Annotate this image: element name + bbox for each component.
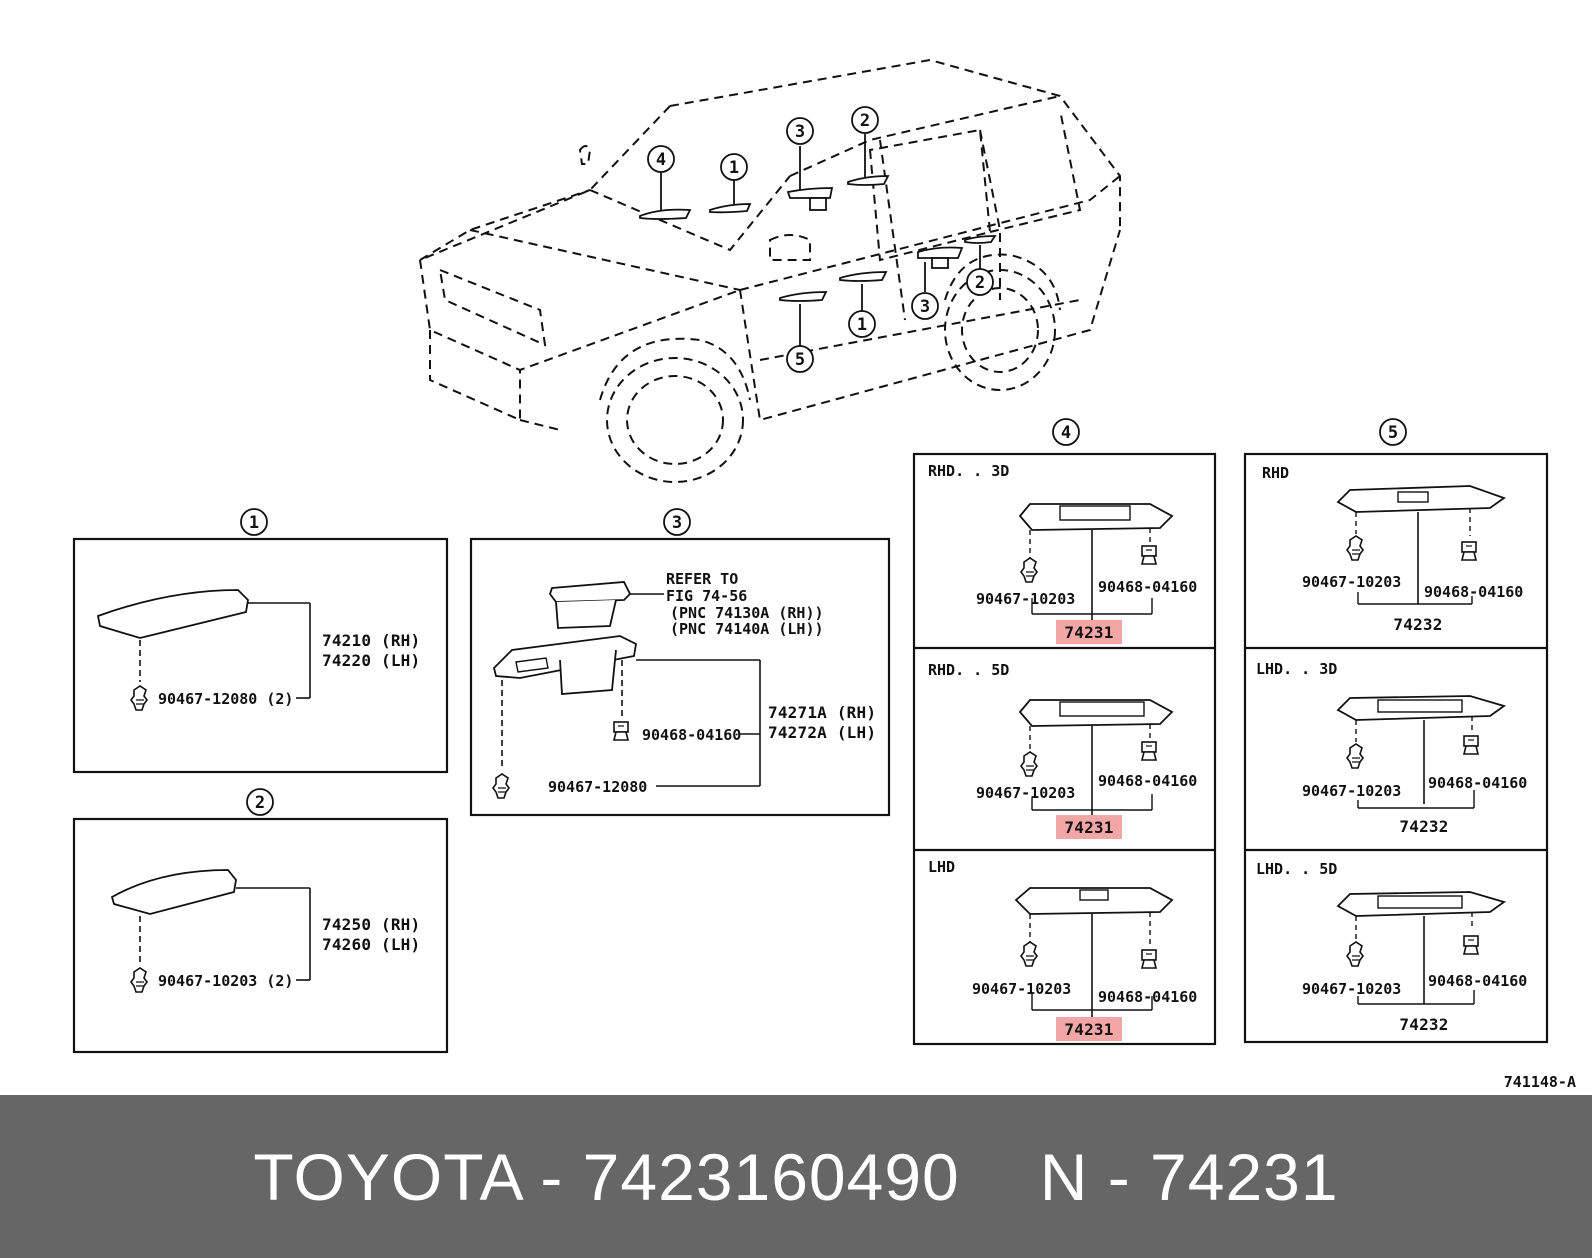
box-5-part-1: 74232 <box>1393 615 1442 634</box>
box-4-clip-right-2: 90468-04160 <box>1098 772 1197 790</box>
box-4-callout: 4 <box>1061 423 1071 443</box>
box-1-part-rh: 74210 (RH) <box>322 631 420 650</box>
box-4-part-2: 74231 <box>1064 818 1113 837</box>
svg-text:4: 4 <box>656 150 666 170</box>
box-4-clip-left-1: 90467-10203 <box>976 590 1075 608</box>
box-1: 1 90467-12080 (2) 74210 (RH) 74220 (LH) <box>72 508 449 774</box>
box-4-panel-2: RHD. . 5D 90467-10203 90468-04160 74231 <box>928 661 1197 839</box>
svg-text:2: 2 <box>975 273 985 293</box>
svg-text:5: 5 <box>795 350 805 370</box>
trim-panel-1 <box>96 589 249 639</box>
car-callout-5: 5 <box>786 345 814 373</box>
box-4-variant-1: RHD. . 3D <box>928 462 1009 480</box>
car-callout-2b: 2 <box>966 268 994 296</box>
trim-panel-2 <box>110 869 237 915</box>
car-callout-1b: 1 <box>848 310 876 338</box>
box-5-clip-left-1: 90467-10203 <box>1302 573 1401 591</box>
box-3-refer-2: FIG 74-56 <box>666 587 747 605</box>
box-5-clip-right-2: 90468-04160 <box>1428 774 1527 792</box>
box-3-callout: 3 <box>672 513 682 533</box>
box-3-part-lh: 74272A (LH) <box>768 723 876 742</box>
box-5-clip-left-2: 90467-10203 <box>1302 782 1401 800</box>
svg-text:3: 3 <box>795 122 805 142</box>
svg-text:1: 1 <box>729 158 739 178</box>
car-callout-4: 4 <box>647 145 675 173</box>
footer-ref: N - 74231 <box>1039 1139 1339 1214</box>
box-2-part-lh: 74260 (LH) <box>322 935 420 954</box>
svg-text:1: 1 <box>857 315 867 335</box>
diagram-code: 741148-A <box>1504 1073 1576 1091</box>
vehicle-callout-leaders <box>660 134 981 346</box>
box-5-variant-3: LHD. . 5D <box>1256 860 1337 878</box>
vehicle-illustration <box>419 58 1121 483</box>
box-5-part-2: 74232 <box>1399 817 1448 836</box>
box-2-part-rh: 74250 (RH) <box>322 915 420 934</box>
box-2: 2 90467-10203 (2) 74250 (RH) 74260 (LH) <box>72 788 449 1054</box>
car-callout-3: 3 <box>786 117 814 145</box>
box-3: 3 REFER TO FIG 74-56 (PNC 74130A (RH)) (… <box>469 508 891 817</box>
box-4-clip-right-3: 90468-04160 <box>1098 988 1197 1006</box>
vehicle-callouts: 4 1 3 2 2 3 1 5 <box>647 106 994 373</box>
box-3-refer-1: REFER TO <box>666 570 738 588</box>
svg-text:3: 3 <box>920 297 930 317</box>
box-4-panel-1: RHD. . 3D 90467-10203 90468-04160 74231 <box>928 462 1197 644</box>
box-4-clip-left-3: 90467-10203 <box>972 980 1071 998</box>
box-3-clip-b: 90467-12080 <box>548 778 647 796</box>
box-5-clip-right-1: 90468-04160 <box>1424 583 1523 601</box>
box-5-panel-2: LHD. . 3D 90467-10203 90468-04160 74232 <box>1256 660 1527 836</box>
box-5-callout: 5 <box>1388 423 1398 443</box>
box-3-refer-4: (PNC 74140A (LH)) <box>670 620 824 638</box>
box-5-panel-3: LHD. . 5D 90467-10203 90468-04160 74232 <box>1256 860 1527 1034</box>
box-1-part-lh: 74220 (LH) <box>322 651 420 670</box>
svg-text:2: 2 <box>860 111 870 131</box>
box-5-part-3: 74232 <box>1399 1015 1448 1034</box>
box-4-panel-3: LHD 90467-10203 90468-04160 74231 <box>928 858 1197 1041</box>
box-4: 4 RHD. . 3D 90467-10203 90468-04160 7423… <box>912 418 1217 1046</box>
box-3-part-rh: 74271A (RH) <box>768 703 876 722</box>
box-4-clip-right-1: 90468-04160 <box>1098 578 1197 596</box>
refer-part <box>548 581 632 603</box>
box-3-refer-3: (PNC 74130A (RH)) <box>670 604 824 622</box>
box-4-part-1: 74231 <box>1064 623 1113 642</box>
vehicle-part-marks <box>639 175 997 302</box>
box-4-variant-3: LHD <box>928 858 955 876</box>
car-callout-1: 1 <box>720 153 748 181</box>
box-5: 5 RHD 90467-10203 90468-04160 74232 LHD.… <box>1243 418 1549 1044</box>
footer-brand-part: TOYOTA - 7423160490 <box>253 1139 960 1214</box>
parts-diagram: 4 1 3 2 2 3 1 5 1 90467-12080 (2) 74210 … <box>72 58 1576 1091</box>
box-5-clip-left-3: 90467-10203 <box>1302 980 1401 998</box>
box-1-clip: 90467-12080 (2) <box>158 690 293 708</box>
box-2-clip: 90467-10203 (2) <box>158 972 293 990</box>
box-5-panel-1: RHD 90467-10203 90468-04160 74232 <box>1262 464 1523 634</box>
box-2-callout: 2 <box>255 793 265 813</box>
box-5-variant-2: LHD. . 3D <box>1256 660 1337 678</box>
box-4-clip-left-2: 90467-10203 <box>976 784 1075 802</box>
box-5-clip-right-3: 90468-04160 <box>1428 972 1527 990</box>
box-4-variant-2: RHD. . 5D <box>928 661 1009 679</box>
footer-bar: TOYOTA - 7423160490 N - 74231 <box>0 1095 1592 1258</box>
box-5-variant-1: RHD <box>1262 464 1289 482</box>
box-3-clip-a: 90468-04160 <box>642 726 741 744</box>
box-4-part-3: 74231 <box>1064 1020 1113 1039</box>
box-1-callout: 1 <box>249 513 259 533</box>
car-callout-2: 2 <box>851 106 879 134</box>
car-callout-3b: 3 <box>911 292 939 320</box>
